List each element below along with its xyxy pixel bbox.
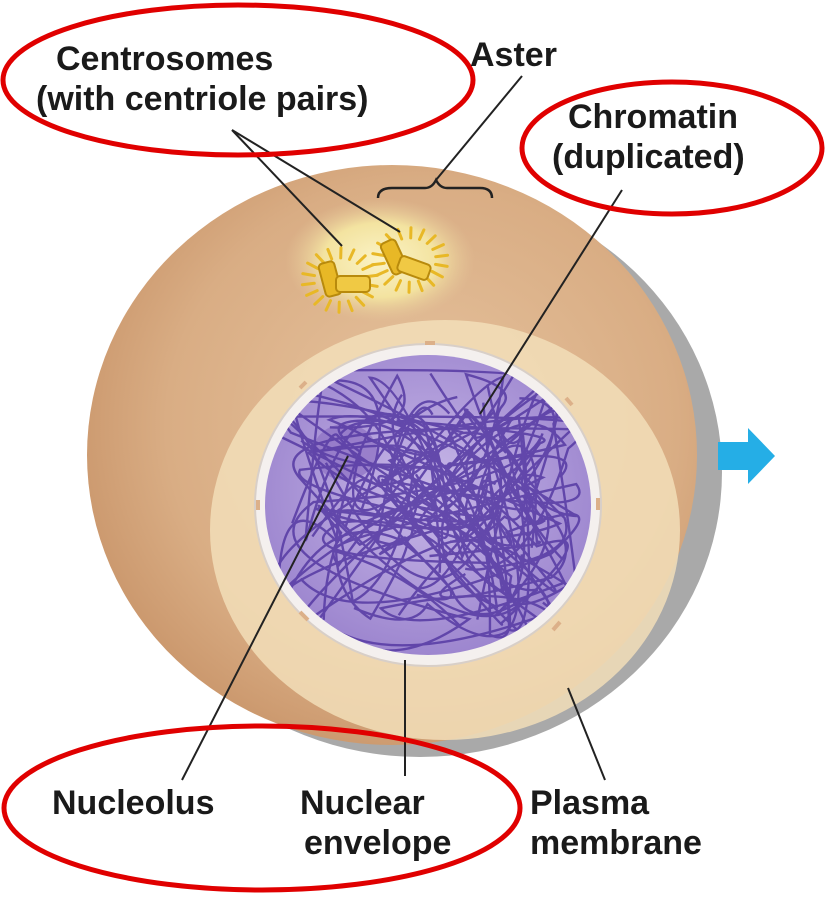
- label-nucleolus: Nucleolus: [52, 784, 214, 822]
- next-stage-arrow-icon: [718, 428, 775, 484]
- label-aster: Aster: [470, 36, 557, 74]
- label-envelope: envelope: [304, 824, 451, 862]
- label-chromatin: Chromatin: [568, 98, 738, 136]
- label-membrane: membrane: [530, 824, 702, 862]
- label-nuclear: Nuclear: [300, 784, 425, 822]
- label-centrosomes: Centrosomes: [56, 40, 273, 78]
- label-plasma: Plasma: [530, 784, 649, 822]
- label-chromatin-detail: (duplicated): [552, 138, 745, 176]
- label-centrosomes-detail: (with centriole pairs): [36, 80, 369, 118]
